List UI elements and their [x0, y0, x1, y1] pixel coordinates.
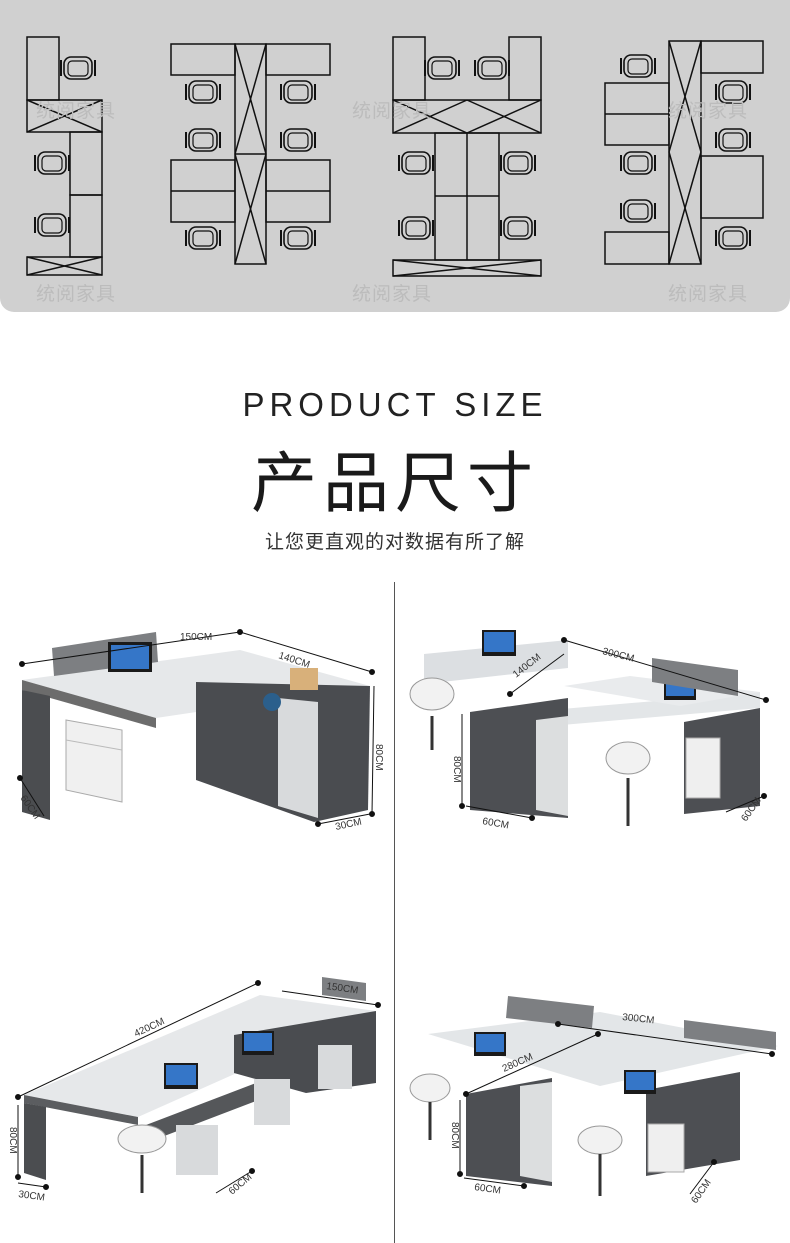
chair-icon — [605, 741, 651, 826]
chair-icon — [409, 677, 455, 750]
product-render-2: 300CM 140CM 80CM 60CM 60CM — [409, 630, 769, 832]
watermark: 统阅家具 — [36, 284, 117, 305]
dim-label: 150CM — [326, 981, 359, 996]
dim-label: 60CM — [689, 1178, 713, 1206]
floor-plan-2 — [170, 43, 331, 265]
dim-label: 80CM — [449, 1122, 460, 1149]
dim-label: 60CM — [474, 1182, 502, 1197]
dimension-lines — [17, 629, 375, 827]
chair-icon — [117, 1124, 167, 1193]
section-title-chinese: 产品尺寸 — [251, 446, 539, 520]
chair-icon — [577, 1125, 623, 1196]
section-title-english: PRODUCT SIZE — [242, 386, 548, 423]
floor-plan-drawings — [26, 36, 764, 277]
dim-label: 30CM — [18, 1189, 46, 1204]
section-subtitle: 让您更直观的对数据有所了解 — [264, 532, 525, 553]
dim-label: 30CM — [334, 817, 362, 833]
dim-label: 60CM — [481, 816, 509, 831]
vertical-divider — [394, 582, 395, 1243]
watermark: 统阅家具 — [668, 101, 749, 122]
floor-plan-1 — [26, 36, 103, 276]
watermark: 统阅家具 — [352, 101, 433, 122]
dim-label: 80CM — [7, 1127, 18, 1154]
dim-label: 150CM — [180, 632, 212, 643]
floor-plan-3 — [392, 36, 542, 277]
floor-plan-panel: 统阅家具 统阅家具 统阅家具 统阅家具 统阅家具 统阅家具 — [0, 0, 790, 312]
product-render-4: 300CM 280CM 80CM 60CM 60CM — [409, 996, 778, 1206]
product-render-1: 150CM 140CM 80CM 60CM 30CM — [17, 629, 384, 833]
watermark: 统阅家具 — [352, 284, 433, 305]
floor-plan-4 — [604, 40, 764, 265]
chair-icon — [409, 1073, 451, 1140]
dim-label: 300CM — [601, 646, 635, 664]
dim-label: 80CM — [451, 756, 462, 783]
dim-label: 300CM — [622, 1012, 655, 1026]
watermark: 统阅家具 — [668, 284, 749, 305]
watermark: 统阅家具 — [36, 101, 117, 122]
dim-label: 420CM — [133, 1016, 167, 1040]
dim-label: 60CM — [227, 1172, 255, 1198]
product-render-3: 420CM 150CM 80CM 30CM 60CM — [7, 977, 381, 1204]
dim-label: 80CM — [373, 744, 384, 771]
